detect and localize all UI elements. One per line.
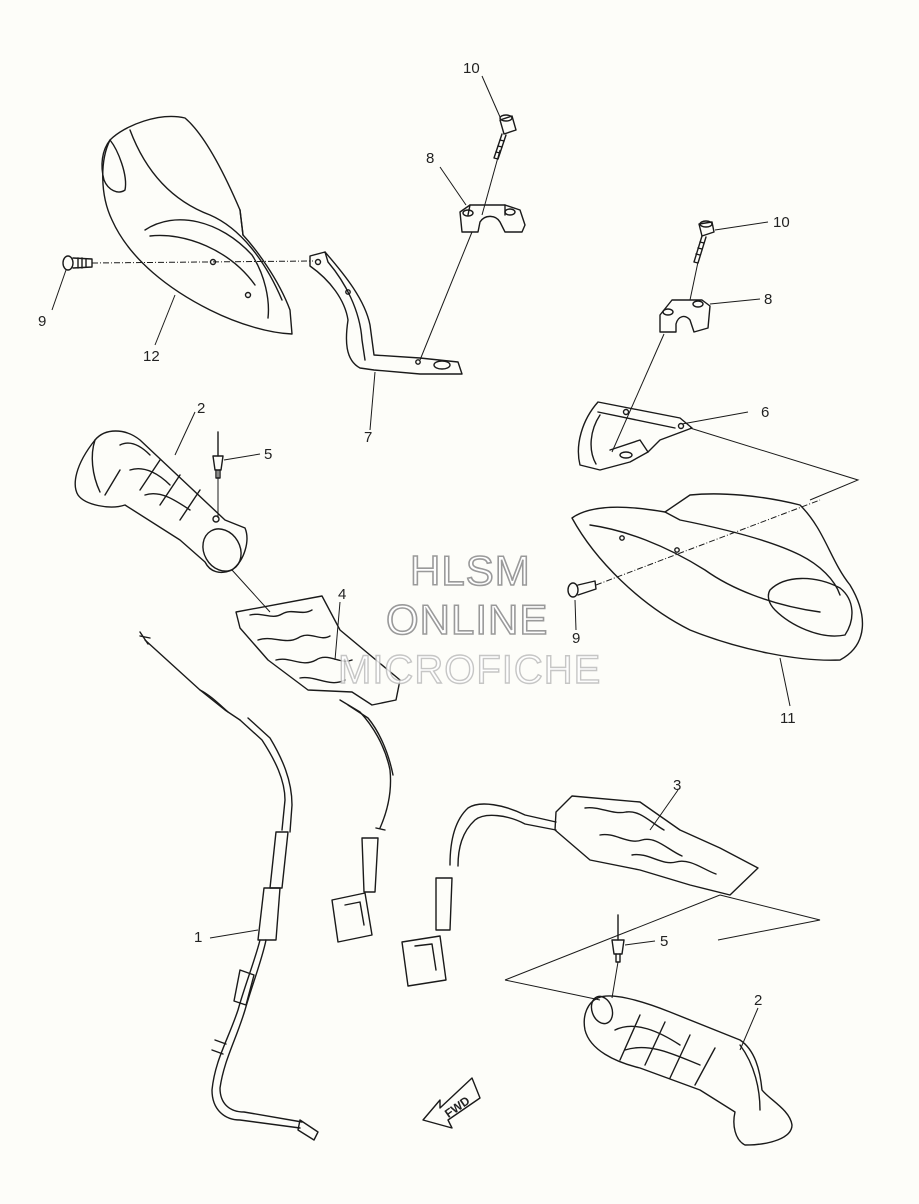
callout-2-left: 2 [197,400,205,417]
callout-5-left: 5 [264,446,272,463]
hand-guard-right [571,493,864,661]
bolt-10-right [693,220,715,264]
screw-9-left [62,255,93,271]
bracket-7 [309,251,463,375]
rivet-5-right [611,914,625,963]
callout-8-right: 8 [764,291,772,308]
callout-leaders [51,75,791,1051]
callout-6: 6 [761,404,769,421]
callout-10-right: 10 [773,214,790,231]
bracket-6 [577,401,693,471]
watermark-line1: HLSM [410,547,531,594]
hand-guard-left [101,115,293,335]
fwd-label: FWD [442,1093,473,1120]
callout-5-right: 5 [660,933,668,950]
watermark-line3: MICROFICHE [338,648,601,692]
connector-left [331,837,379,943]
callout-7: 7 [364,429,372,446]
grip-2-left [74,430,248,574]
callout-8-upper: 8 [426,150,434,167]
grip-2-right [583,995,793,1146]
callout-1: 1 [194,929,202,946]
leader-lines [91,149,860,1001]
clamp-8-upper [459,204,526,233]
watermark: HLSM ONLINE MICROFICHE [337,546,601,693]
fwd-arrow-icon [422,1077,481,1129]
heater-3 [449,795,759,896]
callout-2-right: 2 [754,992,762,1009]
clamp-8-right [659,299,711,333]
connector-right [401,877,453,987]
callout-12: 12 [143,348,160,365]
throttle-cable-1 [139,631,319,1141]
watermark-line2: ONLINE [386,596,548,643]
callout-11: 11 [780,710,796,727]
callout-10-upper: 10 [463,60,480,77]
heater-4 [235,595,401,831]
screw-9-right [567,580,597,598]
callout-4: 4 [338,586,346,603]
callout-numbers: 10 8 9 12 7 10 8 6 2 5 4 9 11 3 1 5 2 [38,60,796,1009]
callout-3: 3 [673,777,681,794]
callout-9-left: 9 [38,313,46,330]
callout-9-right: 9 [572,630,580,647]
bolt-10-upper [493,114,517,160]
